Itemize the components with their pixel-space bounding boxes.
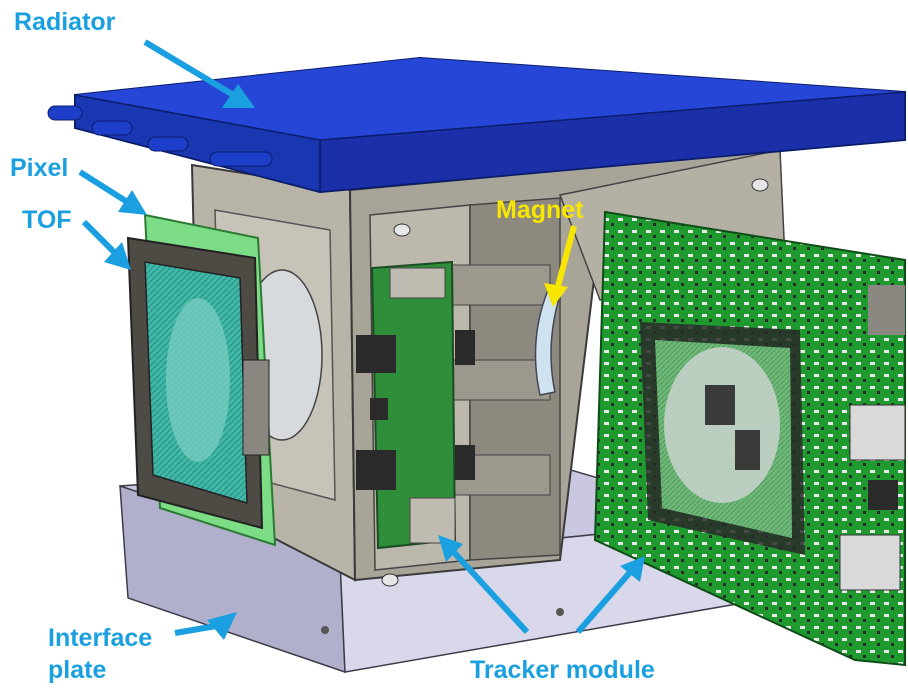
interface-plate-label-line2: plate xyxy=(48,656,107,684)
tracker-module-arrow-left xyxy=(438,535,530,635)
pixel-label: Pixel xyxy=(10,154,69,182)
tracker-module-label: Tracker module xyxy=(470,656,655,684)
left-tracker-card xyxy=(356,260,475,550)
pixel-arrow xyxy=(78,169,147,215)
radiator xyxy=(74,56,906,194)
tracker-module-arrow-right xyxy=(575,556,645,634)
magnet-arrow xyxy=(544,225,577,307)
magnet xyxy=(534,289,561,396)
radiator-label: Radiator xyxy=(14,8,116,36)
radiator-arrow xyxy=(143,39,255,108)
tof-arrow xyxy=(81,219,131,270)
tracker-module-pcb xyxy=(593,210,906,667)
tof-detector xyxy=(126,236,270,530)
tof-label: TOF xyxy=(22,206,72,234)
interface-plate-arrow xyxy=(174,612,237,640)
radiator-pipes xyxy=(47,105,273,167)
interface-plate-label-line1: Interface xyxy=(48,624,153,652)
label-arrows xyxy=(78,39,645,640)
magnet-label: Magnet xyxy=(496,196,584,224)
